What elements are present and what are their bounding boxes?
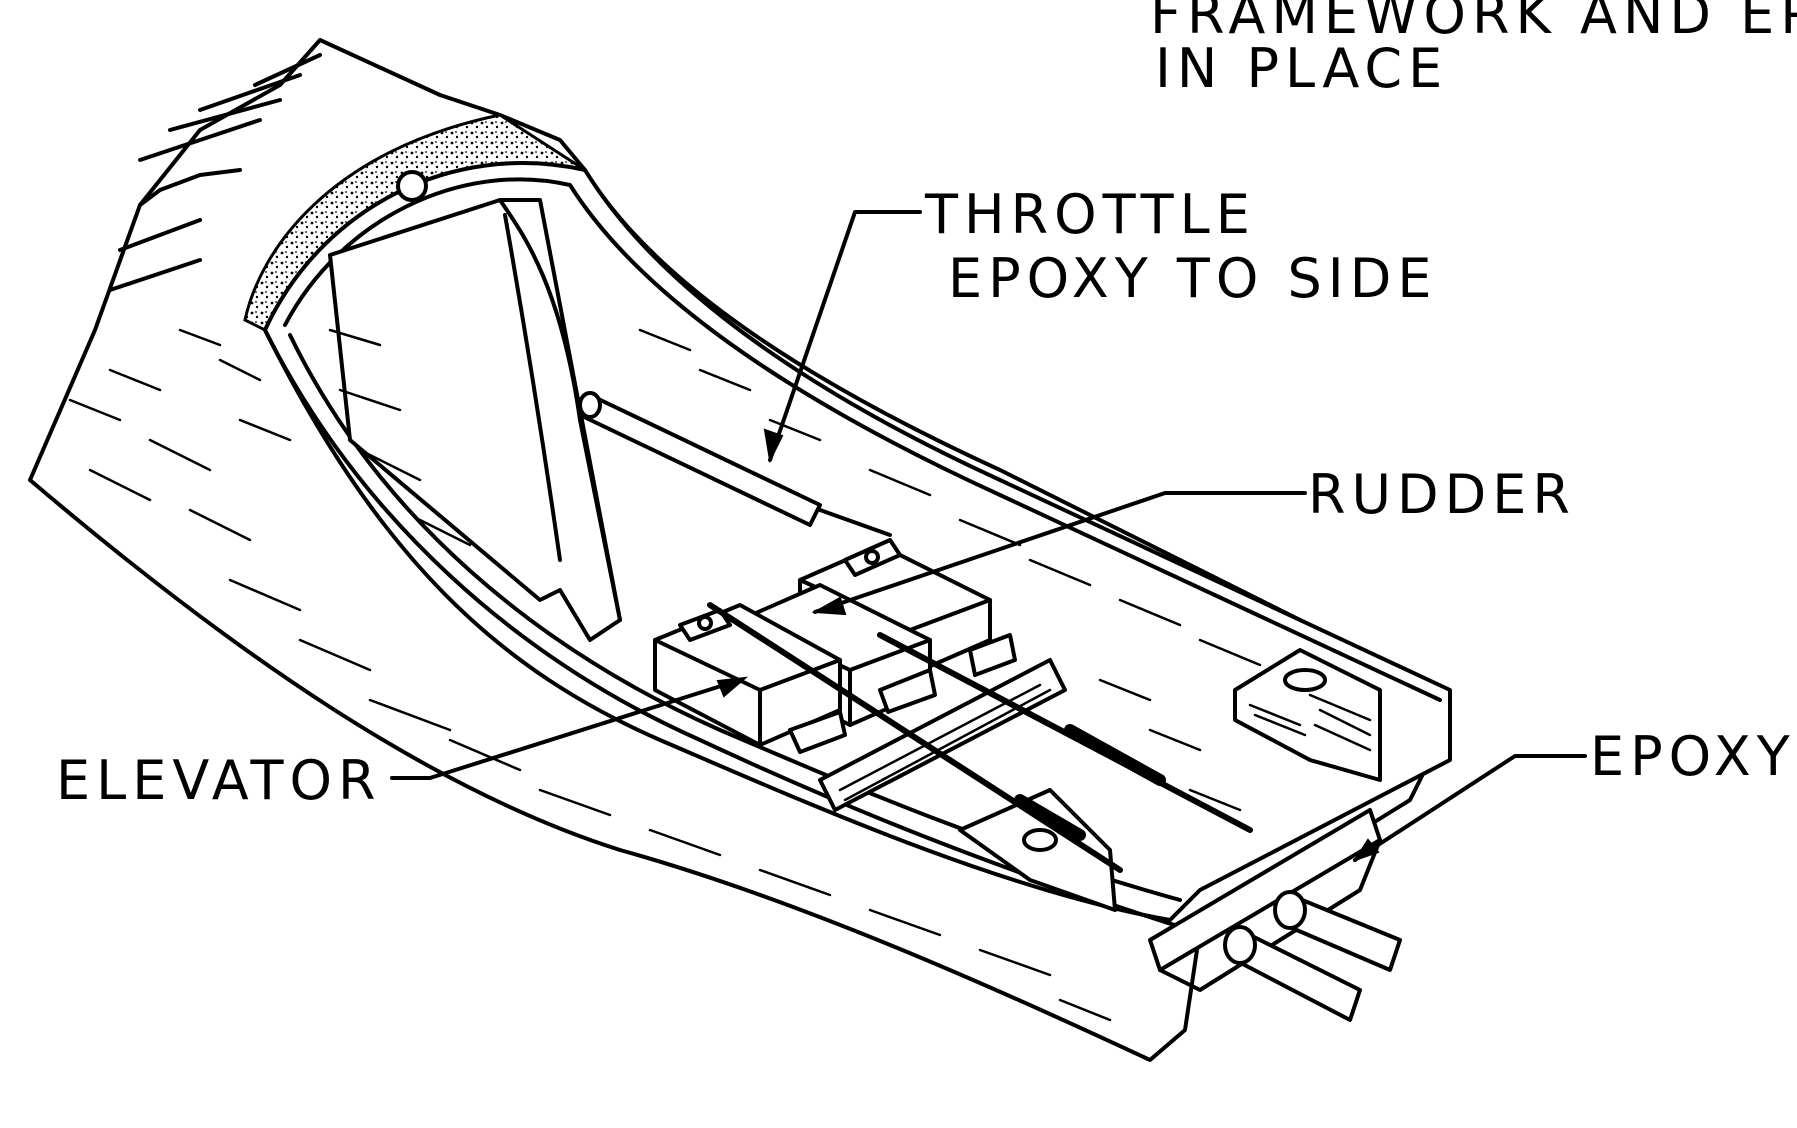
header-line-2: IN PLACE (1155, 37, 1449, 100)
pushrod-exit-upper-end (1273, 890, 1307, 930)
elevator-pushrod (707, 602, 1123, 873)
former-hole (396, 170, 428, 202)
throttle-tube-end (578, 391, 602, 419)
elevator-leader (390, 678, 742, 780)
elevator-arm-hole (697, 615, 713, 631)
block-grain (1248, 693, 1372, 752)
cockpit-lower-rim (263, 328, 1192, 932)
elevator-pushrod-sleeve (1014, 794, 1086, 841)
mount-tab-3 (968, 633, 1017, 677)
elevator-arrow (716, 676, 749, 698)
rudder-leader (813, 491, 1307, 614)
elevator-servo-arm (678, 608, 732, 642)
rudder-servo-arm (843, 538, 902, 577)
center-block-hole (1022, 828, 1058, 852)
rudder-label: RUDDER (1308, 463, 1576, 526)
throttle-label-line-1: THROTTLE (925, 183, 1256, 246)
rear-former-edge (498, 198, 622, 622)
mount-tab-1 (788, 710, 847, 754)
front-former-lower (1158, 838, 1382, 992)
rear-bulkhead-end (108, 53, 322, 292)
mount-tab-2 (878, 668, 937, 714)
throttle-arrow (763, 428, 784, 464)
cockpit-rim-line (283, 177, 1442, 702)
rudder-arrow (811, 596, 847, 616)
epoxy-leader (1353, 754, 1587, 862)
front-wood-block (1233, 648, 1382, 782)
pushrod-exit-lower-end (1223, 925, 1257, 965)
epoxy-label: EPOXY (1590, 725, 1796, 788)
elevator-label: ELEVATOR (56, 749, 382, 812)
epoxy-arrow (1352, 838, 1380, 862)
throttle-label-line-2: EPOXY TO SIDE (948, 247, 1438, 310)
rear-former (328, 198, 622, 642)
rear-former-slot (503, 213, 562, 562)
rudder-pushrod-sleeve (1064, 724, 1166, 786)
block-hole (1283, 668, 1327, 692)
throttle-wire (818, 508, 892, 537)
throttle-leader (768, 210, 922, 462)
rudder-arm-hole (864, 549, 880, 565)
header-line-1: FRAMEWORK AND EP (1150, 0, 1797, 46)
elevator-servo (653, 603, 842, 747)
wood-grain-hatching (68, 328, 1262, 1022)
